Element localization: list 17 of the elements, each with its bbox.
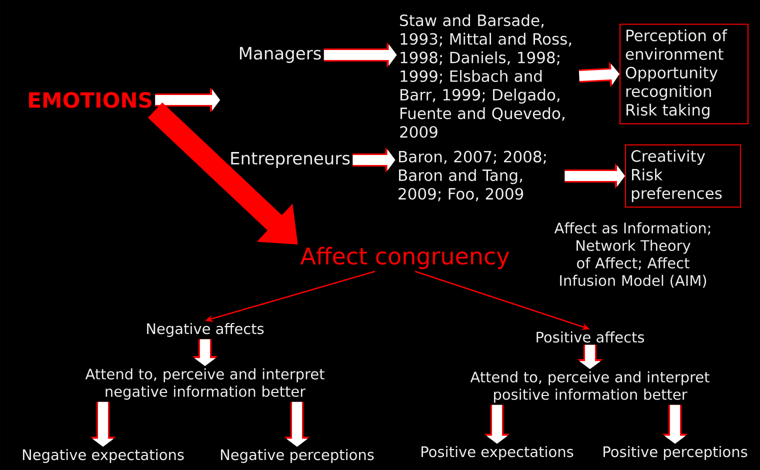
text-label: Entrepreneurs [231, 152, 350, 168]
heading-text: EMOTIONS [29, 92, 152, 108]
text-label: Positive expectations [422, 446, 574, 460]
text-label: Positive perceptions [604, 446, 748, 460]
heading-text: Affect congruency [300, 246, 510, 270]
text-label: Baron, 2007; 2008; Baron and Tang, 2009; Foo, 2009 [398, 150, 546, 202]
text-label: Positive affects [536, 331, 644, 343]
outcome-box: Perception of environment Opportunity recognition Risk taking [620, 24, 748, 124]
text-label: Managers [240, 47, 321, 63]
text-label: Negative expectations [22, 448, 184, 463]
theory-note: Affect as Information; Network Theory of Affect; Affect Infusion Model (AIM) [554, 222, 710, 288]
text-label: Negative perceptions [221, 448, 374, 463]
text-label: Negative affects [147, 322, 264, 337]
text-label: Staw and Barsade, 1993; Mittal and Ross, 1998; Daniels, 1998; 1999; Elsbach and Barr, 1999; Delgado, Fuente and Quevedo, 2009 [400, 14, 572, 138]
text-label: Attend to, perceive and interpret negative information better [85, 368, 324, 400]
text-label: Attend to, perceive and interpret positive information better [470, 371, 710, 403]
outcome-box: Creativity Risk preferences [625, 144, 741, 208]
